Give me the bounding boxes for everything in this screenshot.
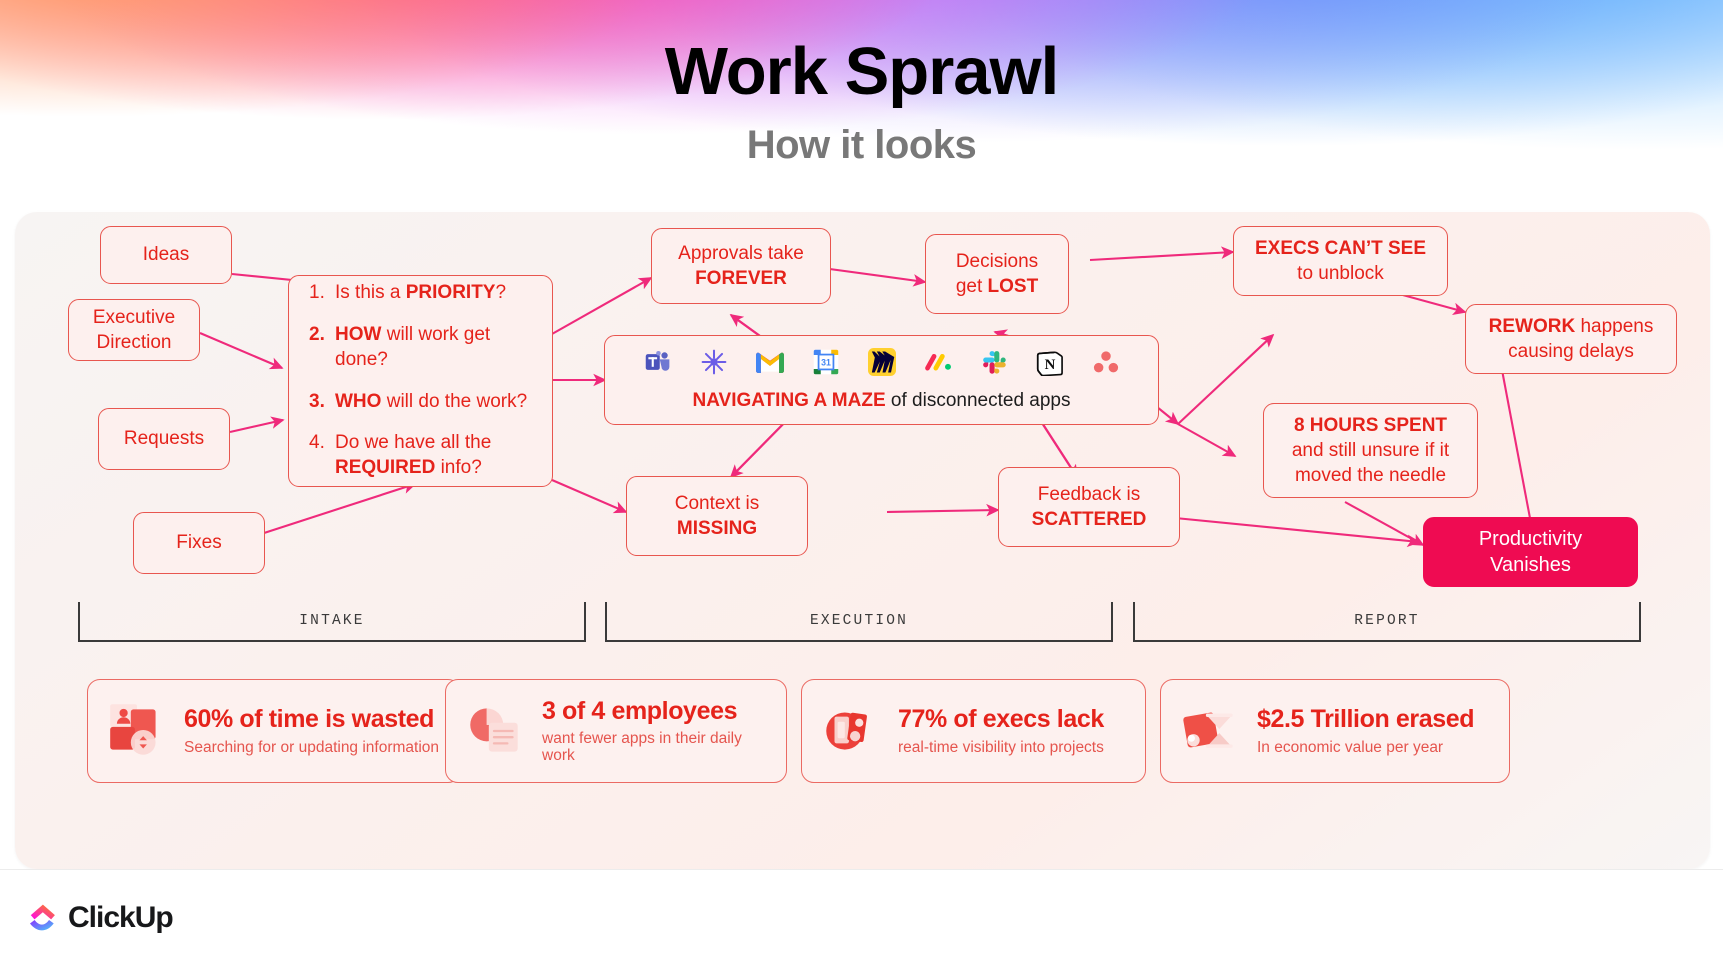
clickup-wordmark: ClickUp xyxy=(68,901,174,934)
gmail-icon xyxy=(755,352,784,374)
flow-box-fixes[interactable]: Fixes xyxy=(133,512,265,574)
stat-headline: 77% of execs lack xyxy=(898,705,1104,734)
question-number: 1. xyxy=(309,282,325,304)
svg-text:31: 31 xyxy=(821,358,831,368)
list-item: 2. HOW will work get done? xyxy=(309,323,532,372)
divider-bar xyxy=(78,640,586,642)
slack-icon xyxy=(982,351,1006,374)
globe-dashboard-icon xyxy=(826,712,867,750)
flow-box-ideas[interactable]: Ideas xyxy=(100,226,232,284)
list-item: 3. WHO will do the work? xyxy=(309,390,532,415)
google-calendar-icon: 31 xyxy=(813,349,838,375)
header-banner: Work Sprawl How it looks xyxy=(0,0,1723,190)
stat-headline: 3 of 4 employees xyxy=(542,696,738,725)
divider-bar xyxy=(605,640,1113,642)
question-text: HOW will work get done? xyxy=(335,324,491,370)
question-number: 2. xyxy=(309,324,325,346)
question-text: WHO will do the work? xyxy=(335,390,528,412)
maze-caption-rest: of disconnected apps xyxy=(885,390,1071,411)
asana-icon xyxy=(1093,351,1118,373)
stat-card-text: 77% of execs lack real-time visibility i… xyxy=(898,706,1104,756)
page-title: Work Sprawl xyxy=(664,34,1060,109)
stat-subtext: Searching for or updating information xyxy=(184,738,440,756)
maze-caption-strong: NAVIGATING A MAZE xyxy=(692,390,886,411)
maze-caption: NAVIGATING A MAZE of disconnected apps xyxy=(692,390,1070,412)
divider-tick-left xyxy=(1133,602,1135,642)
clickup-logo[interactable]: ClickUp xyxy=(27,901,174,935)
stat-card-exec-visibility[interactable]: 77% of execs lack real-time visibility i… xyxy=(801,679,1146,783)
divider-tick-right xyxy=(1639,602,1641,642)
question-number: 3. xyxy=(309,390,325,412)
phase-label-intake: INTAKE xyxy=(299,613,365,629)
stat-subtext: want fewer apps in their daily work xyxy=(542,730,742,765)
stat-card-time-wasted[interactable]: 60% of time is wasted Searching for or u… xyxy=(87,679,461,783)
flow-box-ideas-label: Ideas xyxy=(142,244,190,266)
notion-icon: N xyxy=(1036,351,1063,376)
stat-card-text: 3 of 4 employees want fewer apps in thei… xyxy=(542,696,770,765)
miro-icon xyxy=(867,348,896,376)
divider-bar xyxy=(1133,640,1641,642)
stat-card-economic-value[interactable]: $2.5 Trillion erased In economic value p… xyxy=(1160,679,1510,783)
stat-card-fewer-apps[interactable]: 3 of 4 employees want fewer apps in thei… xyxy=(445,679,787,783)
divider-tick-right xyxy=(584,602,586,642)
stat-headline: $2.5 Trillion erased xyxy=(1257,705,1475,734)
list-item: 1. Is this a PRIORITY? xyxy=(309,281,532,306)
page-subtitle: How it looks xyxy=(746,123,977,167)
flow-box-requests[interactable]: Requests xyxy=(98,408,230,470)
flow-box-requests-label: Requests xyxy=(123,428,205,450)
intake-questions-list: 1. Is this a PRIORITY? 2. HOW will work … xyxy=(309,281,532,480)
stat-subtext: In economic value per year xyxy=(1257,738,1444,756)
flow-box-intake-questions[interactable]: 1. Is this a PRIORITY? 2. HOW will work … xyxy=(288,275,553,487)
divider-tick-left xyxy=(78,602,80,642)
phase-divider-report: REPORT xyxy=(1133,584,1641,642)
flow-box-fixes-label: Fixes xyxy=(176,532,222,554)
footer-bar: ClickUp xyxy=(0,869,1723,968)
divider-tick-left xyxy=(605,602,607,642)
phase-label-execution: EXECUTION xyxy=(809,613,909,629)
flow-box-maze[interactable]: 31 xyxy=(604,335,1159,425)
phase-label-report: REPORT xyxy=(1354,613,1420,629)
question-text: Is this a PRIORITY? xyxy=(335,282,507,304)
svg-text:N: N xyxy=(1044,357,1055,373)
stat-subtext: real-time visibility into projects xyxy=(898,738,1104,756)
pie-chart-icon xyxy=(470,708,518,752)
person-card-icon xyxy=(110,704,156,755)
clickup-mark-icon xyxy=(30,904,55,931)
microsoft-teams-icon xyxy=(645,350,669,371)
question-number: 4. xyxy=(309,432,325,454)
hourglass-icon xyxy=(1183,712,1233,748)
phase-divider-intake: INTAKE xyxy=(78,584,586,642)
phase-divider-execution: EXECUTION xyxy=(605,584,1113,642)
loom-icon xyxy=(701,349,726,375)
app-icon-row: 31 xyxy=(644,348,1120,376)
monday-icon xyxy=(924,353,951,371)
stat-card-text: 60% of time is wasted Searching for or u… xyxy=(184,706,439,756)
stat-headline: 60% of time is wasted xyxy=(184,705,435,734)
divider-tick-right xyxy=(1111,602,1113,642)
stat-card-text: $2.5 Trillion erased In economic value p… xyxy=(1257,705,1475,756)
